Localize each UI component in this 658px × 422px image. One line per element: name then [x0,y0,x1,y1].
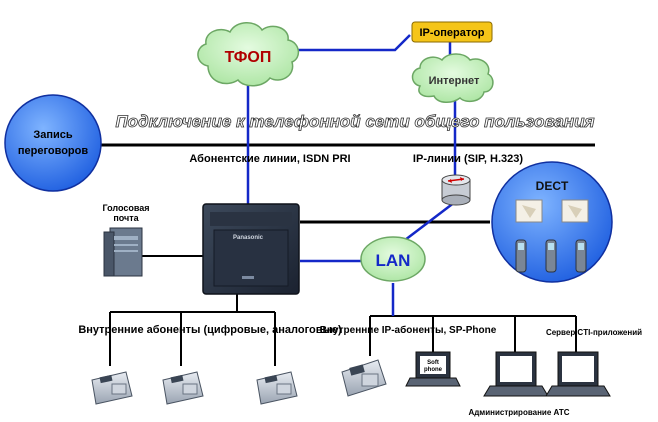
digital-phone-icon [162,371,204,405]
pbx-admin-label: Администрирование АТС [468,408,569,417]
pbx-brand-label: Panasonic [233,235,264,241]
pstn-ipoperator-link [290,34,411,52]
router-lan-link [404,201,456,241]
pstn-connection-banner: Подключение к телефонной сети общего пол… [115,112,594,131]
ip-operator-label: IP-оператор [419,27,484,39]
recording-label-line1: Запись [33,129,73,141]
softphone-label-line2: phone [424,367,443,373]
cti-server-label: Сервер CTI-приложений [546,328,642,337]
pbx-cabinet: Panasonic [202,203,300,295]
voicemail-label-line2: почта [113,213,139,223]
pstn-label: ТФОП [225,49,272,66]
dect-group: DECT [491,161,613,283]
cti-server-laptop-icon [545,351,611,397]
lan-label: LAN [376,251,411,270]
dect-label: DECT [536,179,569,193]
voicemail-unit: Голосовая почта [102,203,150,277]
softphone-label-line1: Soft [427,360,439,366]
digital-phone-icon [91,371,133,405]
call-recording: Запись переговоров [4,94,102,192]
subscriber-lines-label: Абонентские линии, ISDN PRI [189,153,350,165]
connections [100,34,595,366]
router-icon [441,174,471,206]
voicemail-server-icon [103,227,143,277]
recording-label-line2: переговоров [18,145,89,157]
internal-ip-subscribers-label: Внутренние IP-абоненты, SP-Phone [320,324,497,336]
dect-handset-icon [545,239,557,273]
lan-cloud: LAN [360,236,426,282]
digital-phone-icon [256,371,298,405]
dect-handset-icon [575,239,587,273]
ip-phone-icon [341,359,387,397]
dect-base-station-icon [561,199,589,223]
internet-cloud: Интернет [411,53,494,103]
ip-lines-label: IP-линии (SIP, H.323) [413,153,523,165]
dect-base-station-icon [515,199,543,223]
admin-laptop-icon [483,351,549,397]
pstn-cloud: ТФОП [197,22,300,87]
internet-label: Интернет [429,75,480,87]
softphone-laptop-icon: Soft phone [405,351,461,387]
voicemail-label-line1: Голосовая [102,203,149,213]
internal-subscribers-label: Внутренние абоненты (цифровые, аналоговы… [78,324,342,336]
dect-handset-icon [515,239,527,273]
ip-operator-box: IP-оператор [411,21,493,43]
